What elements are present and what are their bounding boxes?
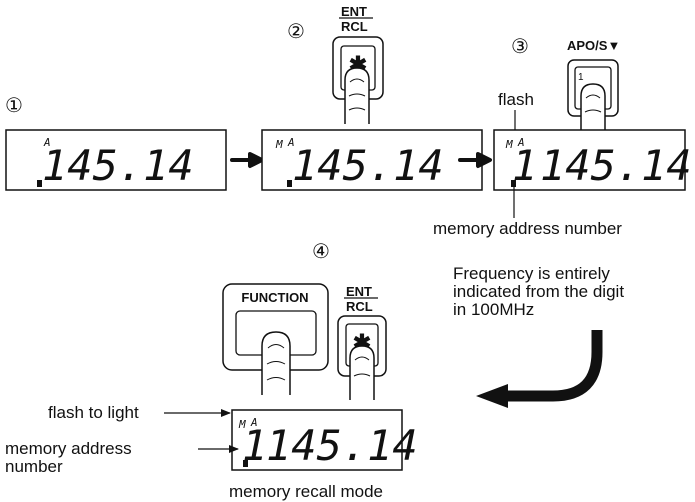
ent-label: ENT (346, 284, 372, 299)
lcd-display-step-4: M A 1 145.14 (231, 409, 418, 471)
step-1-marker: ① (5, 95, 23, 117)
memory-address-digit: 1 (512, 141, 537, 190)
cursor-mark (243, 460, 248, 467)
apo-s-key-step-3: APO/S▼ 1 (567, 38, 620, 130)
ent-rcl-key-step-4: ENT RCL ✱ (337, 284, 387, 400)
frequency-readout: 145.14 (42, 141, 194, 190)
vfo-a-indicator: A (250, 416, 258, 429)
vfo-a-indicator: A (517, 136, 525, 149)
function-label: FUNCTION (241, 290, 308, 305)
return-curved-arrow (476, 330, 603, 408)
memory-address-number-label: memory address number (433, 219, 622, 238)
function-key-step-4: FUNCTION (222, 283, 329, 395)
frequency-readout: 145.14 (540, 141, 692, 190)
finger-icon (344, 67, 370, 124)
step-4-marker: ④ (312, 241, 330, 263)
step-3-marker: ③ (511, 36, 529, 58)
memory-m-indicator: M (238, 418, 246, 431)
vfo-a-indicator: A (43, 136, 51, 149)
frequency-note-line3: in 100MHz (453, 300, 534, 319)
cursor-mark (511, 180, 516, 187)
finger-icon (349, 345, 375, 400)
frequency-note-line2: indicated from the digit (453, 282, 624, 301)
next-arrow-1 (230, 152, 264, 168)
frequency-readout: 145.14 (292, 141, 444, 190)
lcd-display-step-2: M A 145.14 (261, 129, 483, 191)
flash-to-light-label: flash to light (48, 403, 139, 422)
lcd-display-step-1: A 145.14 (5, 129, 227, 191)
lcd-display-step-3: M A 1 145.14 (493, 129, 692, 191)
finger-icon (261, 331, 291, 395)
frequency-readout: 145.14 (266, 421, 418, 470)
cursor-mark (287, 180, 292, 187)
rcl-label: RCL (341, 19, 368, 34)
rcl-label: RCL (346, 299, 373, 314)
memory-m-indicator: M (505, 138, 513, 151)
memory-address-label-line1: memory address (5, 439, 132, 458)
memory-address-label-line2: number (5, 457, 63, 476)
cursor-mark (37, 180, 42, 187)
finger-icon (580, 83, 606, 130)
apo-label: APO/S▼ (567, 38, 620, 53)
next-arrow-2 (458, 152, 492, 168)
frequency-note-line1: Frequency is entirely (453, 264, 610, 283)
ent-label: ENT (341, 4, 367, 19)
step-2-marker: ② (287, 21, 305, 43)
memory-recall-mode-label: memory recall mode (229, 482, 383, 501)
flash-label: flash (498, 90, 534, 109)
ent-rcl-key-step-2: ENT RCL ✱ (332, 4, 384, 124)
vfo-a-indicator: A (287, 136, 295, 149)
apo-key-number: 1 (578, 72, 584, 83)
memory-m-indicator: M (275, 138, 283, 151)
